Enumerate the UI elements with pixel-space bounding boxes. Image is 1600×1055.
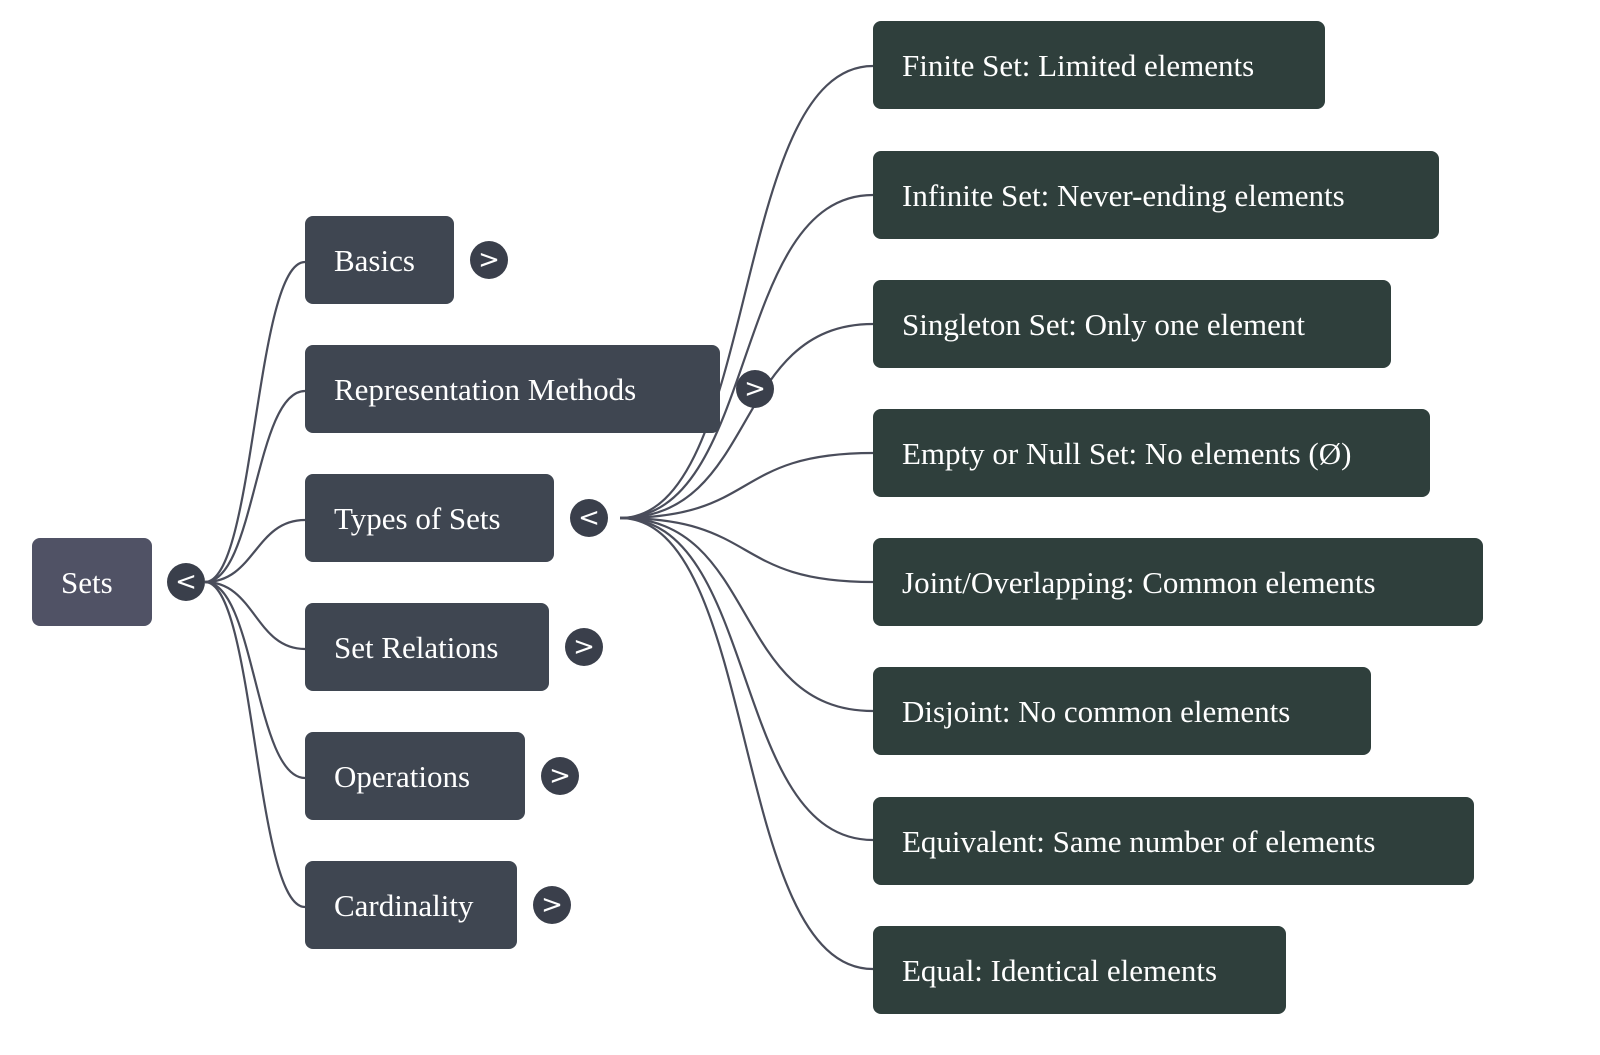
- edge-root-relations: [204, 580, 306, 651]
- leaf-label: Joint/Overlapping: Common elements: [902, 564, 1376, 600]
- leaf-label: Empty or Null Set: No elements (Ø): [902, 435, 1352, 471]
- chevron-left-icon: <: [175, 567, 197, 597]
- expand-toggle-representation-methods[interactable]: >: [736, 370, 774, 408]
- chevron-right-icon: >: [478, 245, 500, 275]
- edge-types-infinite: [619, 193, 874, 520]
- branch-node-basics[interactable]: Basics: [305, 216, 454, 304]
- expand-toggle-cardinality[interactable]: >: [533, 886, 571, 924]
- branch-label: Types of Sets: [334, 500, 501, 536]
- collapse-toggle-root[interactable]: <: [167, 563, 205, 601]
- leaf-label: Disjoint: No common elements: [902, 693, 1291, 729]
- leaf-label: Singleton Set: Only one element: [902, 306, 1305, 342]
- chevron-right-icon: >: [541, 890, 563, 920]
- chevron-right-icon: >: [549, 761, 571, 791]
- branch-label: Cardinality: [334, 887, 474, 923]
- leaf-node-finite-set[interactable]: Finite Set: Limited elements: [873, 21, 1325, 109]
- edge-root-basics: [204, 260, 306, 584]
- edge-types-disjoint: [619, 516, 874, 713]
- root-node-label: Sets: [61, 564, 113, 600]
- expand-toggle-basics[interactable]: >: [470, 241, 508, 279]
- branch-label: Set Relations: [334, 629, 499, 665]
- leaf-node-empty-set[interactable]: Empty or Null Set: No elements (Ø): [873, 409, 1430, 497]
- branch-label: Operations: [334, 758, 471, 794]
- branch-node-set-relations[interactable]: Set Relations: [305, 603, 549, 691]
- edge-types-joint: [619, 516, 874, 584]
- collapse-toggle-types-of-sets[interactable]: <: [570, 499, 608, 537]
- branch-node-operations[interactable]: Operations: [305, 732, 525, 820]
- leaf-node-equivalent[interactable]: Equivalent: Same number of elements: [873, 797, 1474, 885]
- branch-label: Basics: [334, 242, 415, 278]
- chevron-left-icon: <: [578, 503, 600, 533]
- leaf-node-disjoint[interactable]: Disjoint: No common elements: [873, 667, 1371, 755]
- chevron-right-icon: >: [744, 374, 766, 404]
- leaf-label: Equal: Identical elements: [902, 952, 1218, 988]
- chevron-right-icon: >: [573, 632, 595, 662]
- edge-types-finite: [619, 64, 874, 520]
- leaf-node-singleton-set[interactable]: Singleton Set: Only one element: [873, 280, 1391, 368]
- edge-root-representation: [204, 389, 306, 584]
- edge-root-cardinality: [204, 580, 306, 909]
- branch-node-representation-methods[interactable]: Representation Methods: [305, 345, 720, 433]
- leaf-node-equal[interactable]: Equal: Identical elements: [873, 926, 1286, 1014]
- edge-types-equal: [619, 516, 874, 971]
- leaf-label: Infinite Set: Never-ending elements: [902, 177, 1345, 213]
- leaf-node-infinite-set[interactable]: Infinite Set: Never-ending elements: [873, 151, 1439, 239]
- leaf-node-joint-overlapping[interactable]: Joint/Overlapping: Common elements: [873, 538, 1483, 626]
- branch-label: Representation Methods: [334, 371, 637, 407]
- edge-root-types: [204, 518, 306, 584]
- leaf-label: Finite Set: Limited elements: [902, 47, 1255, 83]
- branch-node-types-of-sets[interactable]: Types of Sets: [305, 474, 554, 562]
- edge-types-singleton: [619, 322, 874, 520]
- expand-toggle-operations[interactable]: >: [541, 757, 579, 795]
- branch-node-cardinality[interactable]: Cardinality: [305, 861, 517, 949]
- leaf-label: Equivalent: Same number of elements: [902, 823, 1376, 859]
- root-node-sets[interactable]: Sets: [32, 538, 152, 626]
- edge-root-operations: [204, 580, 306, 780]
- edge-types-empty: [619, 451, 874, 520]
- edge-types-equivalent: [619, 516, 874, 842]
- expand-toggle-set-relations[interactable]: >: [565, 628, 603, 666]
